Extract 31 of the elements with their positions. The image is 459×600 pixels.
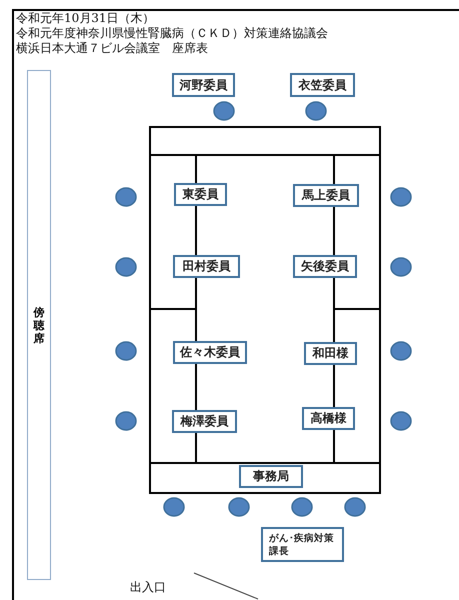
- gallery-box: 傍聴席: [27, 70, 51, 580]
- name-card: 馬上委員: [293, 184, 359, 207]
- seat-circle: [163, 497, 185, 517]
- name-card: 矢後委員: [293, 255, 357, 278]
- entrance-label: 出入口: [130, 580, 166, 595]
- name-card: 和田様: [304, 342, 357, 365]
- seat-circle: [115, 257, 137, 277]
- name-card: がん･疾病対策課長: [261, 527, 344, 562]
- name-card: 梅澤委員: [172, 410, 237, 433]
- name-card: 東委員: [174, 183, 227, 206]
- seat-circle: [291, 497, 313, 517]
- seat-circle: [390, 411, 412, 431]
- name-card: 衣笠委員: [290, 73, 355, 97]
- name-card: 田村委員: [173, 255, 240, 278]
- room-text: 横浜日本大通７ビル会議室 座席表: [16, 41, 208, 56]
- name-card: 河野委員: [172, 73, 235, 97]
- name-card: 事務局: [239, 465, 303, 488]
- date-text: 令和元年10月31日（木）: [16, 11, 155, 26]
- seat-circle: [115, 411, 137, 431]
- seat-circle: [115, 341, 137, 361]
- title: 令和元年度神奈川県慢性腎臓病（ＣＫＤ）対策連絡協議会: [16, 26, 328, 41]
- seat-circle: [390, 257, 412, 277]
- seat-circle: [305, 101, 327, 121]
- seat-circle: [228, 497, 250, 517]
- name-card: 高橋様: [302, 407, 355, 430]
- seat-circle: [344, 497, 366, 517]
- seat-circle: [390, 341, 412, 361]
- seat-circle: [115, 187, 137, 207]
- seat-circle: [213, 101, 235, 121]
- name-card: 佐々木委員: [173, 341, 247, 364]
- seat-circle: [390, 187, 412, 207]
